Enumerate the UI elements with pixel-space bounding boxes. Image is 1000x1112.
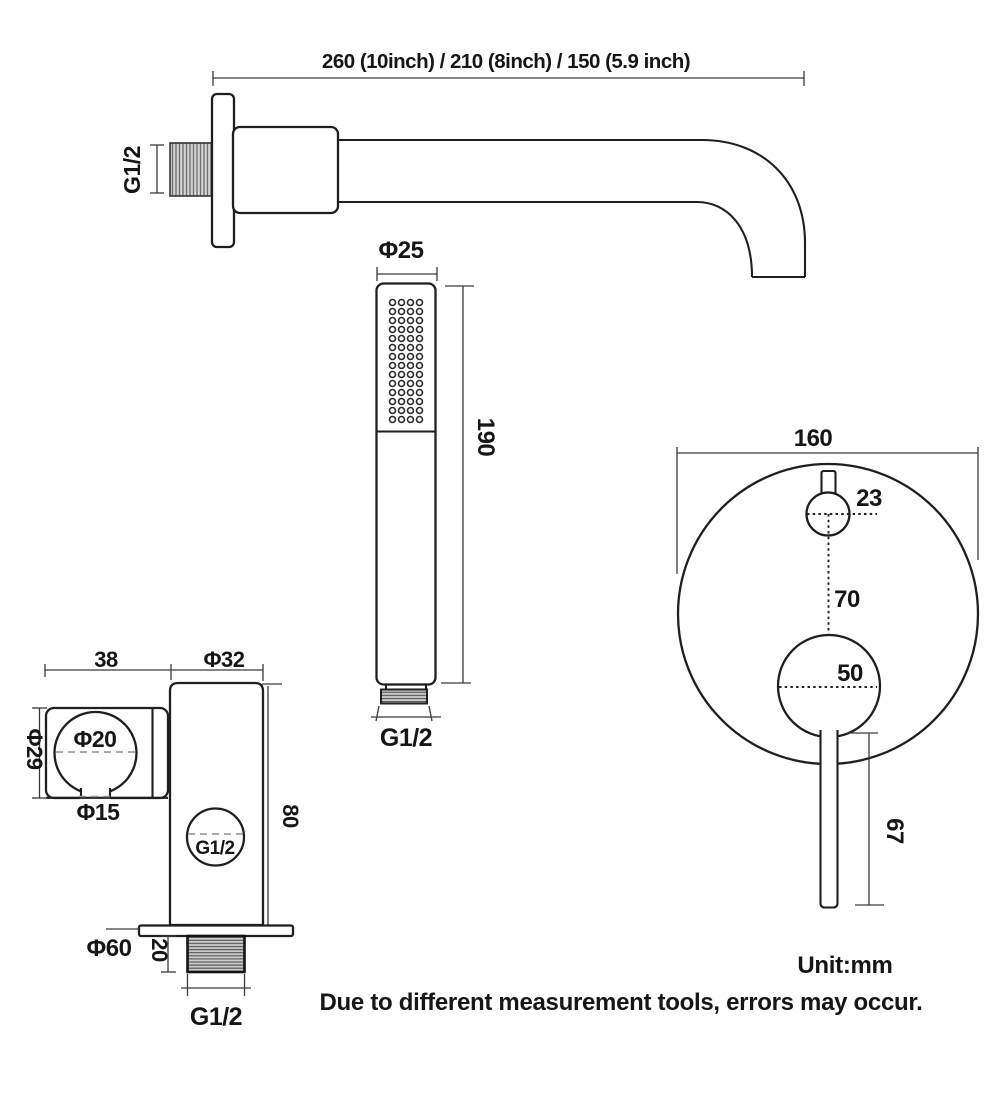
holder-drawing: 38 Φ32 Φ20 Φ15 Φ29 G1/2 80 xyxy=(22,647,303,1031)
drawing-notes: Unit:mm Due to different measurement too… xyxy=(320,952,923,1016)
handshower-diameter-dim-label: Φ25 xyxy=(379,237,424,264)
lever-length-dim-label: 67 xyxy=(881,818,908,844)
disclaimer-note: Due to different measurement tools, erro… xyxy=(320,989,923,1016)
handshower-thread-dim-label: G1/2 xyxy=(380,724,432,752)
handshower-length-dim-label: 190 xyxy=(472,418,499,457)
holder-ring-opening-mask xyxy=(80,789,111,800)
handshower-nozzle-grid xyxy=(388,298,424,424)
holder-bottom-thread-label: G1/2 xyxy=(190,1003,242,1031)
holder-ring-circle xyxy=(53,710,138,796)
holder-inlet-thread-label: G1/2 xyxy=(195,838,234,859)
holder-ring-diameter-label: Φ20 xyxy=(74,726,117,752)
spout-thread-dim-label: G1/2 xyxy=(119,146,145,194)
spout-wall-flange xyxy=(210,92,236,249)
lever-handle-rod-outline xyxy=(819,730,839,909)
holder-inlet-circle xyxy=(185,807,246,867)
spout-body xyxy=(231,125,340,215)
spout-tube-inner xyxy=(338,200,754,278)
spout-thread-nipple xyxy=(169,142,214,197)
holder-opening-label: Φ15 xyxy=(77,799,121,825)
lever-handle-rod xyxy=(820,730,838,908)
holder-body-height-label: 80 xyxy=(278,804,303,828)
holder-thread-length-label: 20 xyxy=(147,938,172,962)
holder-body-diameter-label: Φ32 xyxy=(203,647,244,672)
holder-flange-diameter-label: Φ60 xyxy=(87,935,132,962)
holder-flange xyxy=(137,924,295,938)
holder-bracket-height-label: Φ29 xyxy=(22,728,47,769)
spout-tube-outer xyxy=(338,138,807,277)
handshower-thread xyxy=(380,688,428,705)
valve-plate-diameter-dim-label: 160 xyxy=(794,425,833,452)
valve-center-distance-label: 70 xyxy=(834,586,860,613)
unit-note: Unit:mm xyxy=(797,952,892,979)
diverter-knob-diameter-label: 23 xyxy=(856,485,882,512)
lever-base-circle xyxy=(776,633,882,739)
valve-plate-drawing: 160 23 70 50 67 xyxy=(676,425,980,909)
handshower-drawing: Φ25 G1/2 190 xyxy=(371,237,499,752)
holder-bracket-width-label: 38 xyxy=(94,647,118,672)
spout-length-dim-label: 260 (10inch) / 210 (8inch) / 150 (5.9 in… xyxy=(322,50,690,73)
wall-spout-drawing: 260 (10inch) / 210 (8inch) / 150 (5.9 in… xyxy=(119,50,807,279)
holder-body xyxy=(168,681,265,927)
lever-diameter-label: 50 xyxy=(837,660,863,687)
holder-bottom-thread xyxy=(186,934,246,974)
